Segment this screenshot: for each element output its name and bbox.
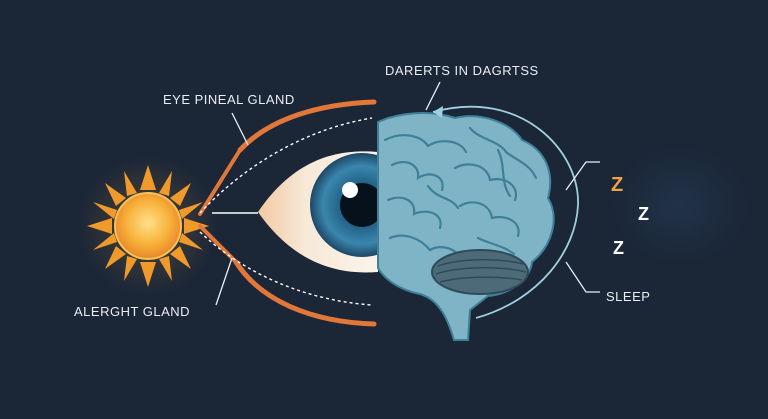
sleep-z-icon: Z xyxy=(613,238,624,258)
leader-line-bottom-left xyxy=(215,257,233,306)
leader-line-top-left xyxy=(231,112,249,146)
background-glow xyxy=(610,145,750,265)
label-sleep: SLEEP xyxy=(606,289,651,304)
lower-dashed-path xyxy=(199,231,373,306)
lower-orange-arc xyxy=(233,259,377,327)
leader-line-right-top xyxy=(565,161,600,191)
brain-icon xyxy=(377,112,555,341)
label-top-center: DARERTS IN DAGRTSS xyxy=(385,63,539,78)
leader-line-right-bottom xyxy=(565,261,600,293)
label-alerght-gland: ALERGHT GLAND xyxy=(74,304,191,319)
sleep-z-icon: Z xyxy=(638,204,649,224)
upper-orange-arc xyxy=(237,99,377,153)
label-eye-pineal-gland: EYE PINEAL GLAND xyxy=(163,92,295,107)
eye-icon xyxy=(258,151,378,273)
sun-icon xyxy=(78,156,218,296)
leader-line-top-center xyxy=(425,81,441,111)
feedback-arrow-arc xyxy=(432,105,579,319)
upper-orange-arc-tail xyxy=(198,148,242,216)
arrowhead-icon xyxy=(433,106,443,118)
sleep-z-icon: Z xyxy=(611,174,624,196)
